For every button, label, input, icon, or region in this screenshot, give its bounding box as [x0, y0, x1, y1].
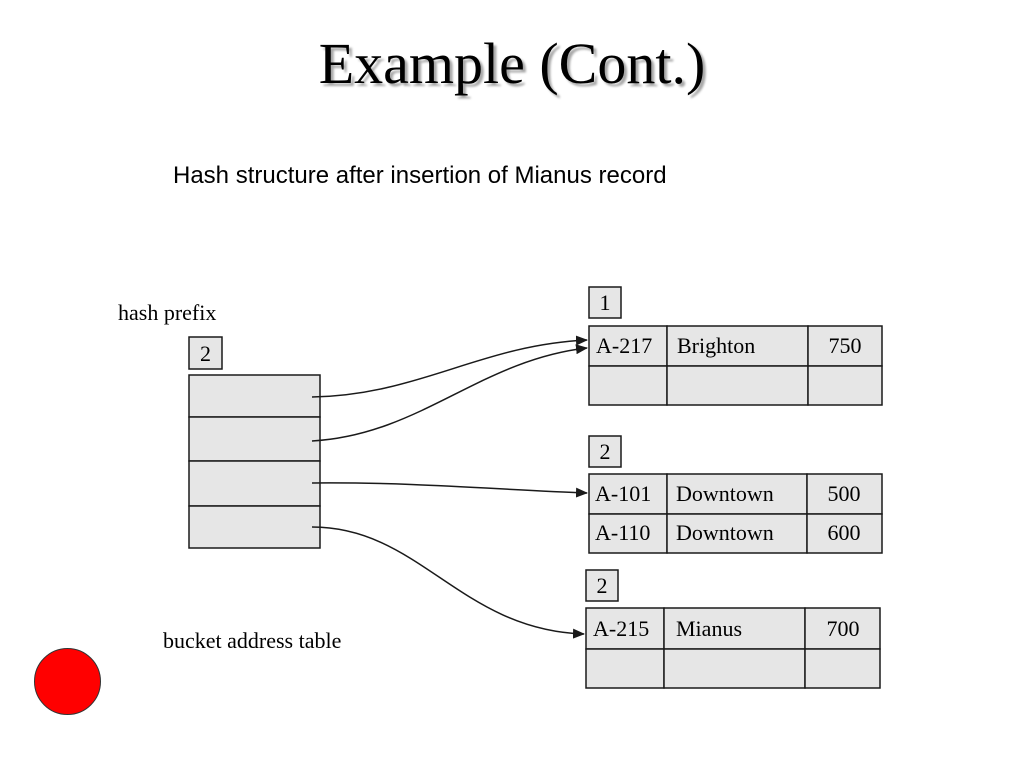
bucket-3-record-1-balance: 700: [827, 616, 860, 641]
bucket-2-row-1-cell-1: [588, 473, 668, 515]
global-depth-value: 2: [200, 341, 211, 366]
pointer-10-to-bucket-2: [311, 482, 588, 498]
bucket-1-depth-box: [588, 286, 622, 319]
bucket-address-table: [188, 374, 321, 549]
bucket-2-record-2-account: A-110: [595, 520, 650, 545]
bucket-2-row-2-cell-1: [588, 513, 668, 554]
bucket-2-record-1-branch: Downtown: [676, 481, 774, 506]
directory-pointers: [311, 335, 588, 639]
bucket-1-row-1-cell-3: [807, 325, 883, 367]
bucket-2: 2 A-101 Downtown 500 A-110 Downtown 600: [588, 435, 883, 554]
red-circle-marker: [34, 648, 101, 715]
bucket-1-row-2-cell-1: [588, 365, 668, 406]
bucket-2-row-1-cell-2: [666, 473, 808, 515]
bucket-2-row-2-cell-3: [806, 513, 883, 554]
bucket-1-record-1-account: A-217: [596, 333, 652, 358]
bucket-3-depth-value: 2: [597, 573, 608, 598]
bucket-2-row-2-cell-2: [666, 513, 808, 554]
bucket-3-row-2-cell-1: [585, 648, 665, 689]
bucket-3-row-2-cell-2: [663, 648, 806, 689]
bucket-3-row-2-cell-3: [804, 648, 881, 689]
bucket-1-row-2-cell-2: [666, 365, 809, 406]
hash-prefix-label: hash prefix: [118, 300, 216, 325]
bucket-address-table-label: bucket address table: [163, 628, 341, 653]
directory-entry-00: [188, 374, 321, 418]
bucket-1: 1 A-217 Brighton 750: [588, 286, 883, 406]
pointer-00-to-bucket-1: [311, 335, 588, 398]
directory-entry-10: [188, 460, 321, 507]
bucket-3: 2 A-215 Mianus 700: [585, 569, 881, 689]
bucket-2-depth-box: [588, 435, 622, 468]
pointer-01-to-bucket-1: [311, 344, 588, 442]
directory-entry-01: [188, 416, 321, 462]
bucket-3-record-1-account: A-215: [593, 616, 649, 641]
directory-entry-11: [188, 505, 321, 549]
bucket-3-record-1-branch: Mianus: [676, 616, 742, 641]
slide-subtitle: Hash structure after insertion of Mianus…: [173, 162, 667, 189]
bucket-1-record-1-balance: 750: [829, 333, 862, 358]
bucket-1-depth-value: 1: [600, 290, 611, 315]
bucket-1-row-2-cell-3: [807, 365, 883, 406]
bucket-2-record-1-balance: 500: [828, 481, 861, 506]
bucket-2-record-1-account: A-101: [595, 481, 651, 506]
bucket-2-depth-value: 2: [600, 439, 611, 464]
pointer-11-to-bucket-3: [311, 526, 585, 639]
global-depth-box: [188, 336, 223, 370]
slide-title: Example (Cont.): [318, 31, 706, 96]
bucket-3-depth-box: [585, 569, 619, 602]
bucket-2-record-2-balance: 600: [828, 520, 861, 545]
bucket-1-record-1-branch: Brighton: [677, 333, 755, 358]
bucket-3-row-1-cell-3: [804, 607, 881, 650]
bucket-3-row-1-cell-1: [585, 607, 665, 650]
bucket-2-record-2-branch: Downtown: [676, 520, 774, 545]
